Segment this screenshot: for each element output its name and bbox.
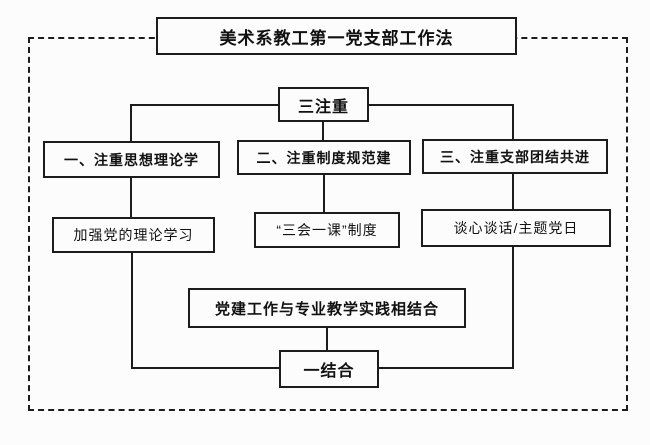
connector-branch3-vertical [512,173,514,210]
node-branch2-heading: 二、注重制度规范建 [237,140,411,175]
node-three-emphases: 三注重 [278,87,369,122]
node-branch1-heading: 一、注重思想理论学 [43,141,220,178]
connector-bottom-left-vertical [131,253,133,369]
connector-top-left-horizontal [131,104,278,106]
connector-bottom-right-vertical [512,247,514,369]
connector-bottom-left-horizontal [131,367,279,369]
connector-top-right-horizontal [368,104,514,106]
connector-top-right-vertical [512,104,514,140]
node-branch3-detail: 谈心谈话/主题党日 [421,209,611,247]
connector-branch2-vertical [323,174,325,212]
node-branch2-detail: “三会一课”制度 [254,212,400,248]
connector-top-center-vertical [322,121,324,141]
connector-integration-vertical [326,328,328,350]
node-integration: 党建工作与专业教学实践相结合 [188,288,466,328]
node-branch3-heading: 三、注重支部团结共进 [422,139,608,174]
node-one-combination: 一结合 [279,350,379,388]
connector-bottom-right-horizontal [379,367,514,369]
diagram-title: 美术系教工第一党支部工作法 [156,17,517,55]
connector-top-left-vertical [130,104,132,142]
node-branch1-detail: 加强党的理论学习 [52,217,215,253]
connector-branch1-vertical [130,177,132,217]
